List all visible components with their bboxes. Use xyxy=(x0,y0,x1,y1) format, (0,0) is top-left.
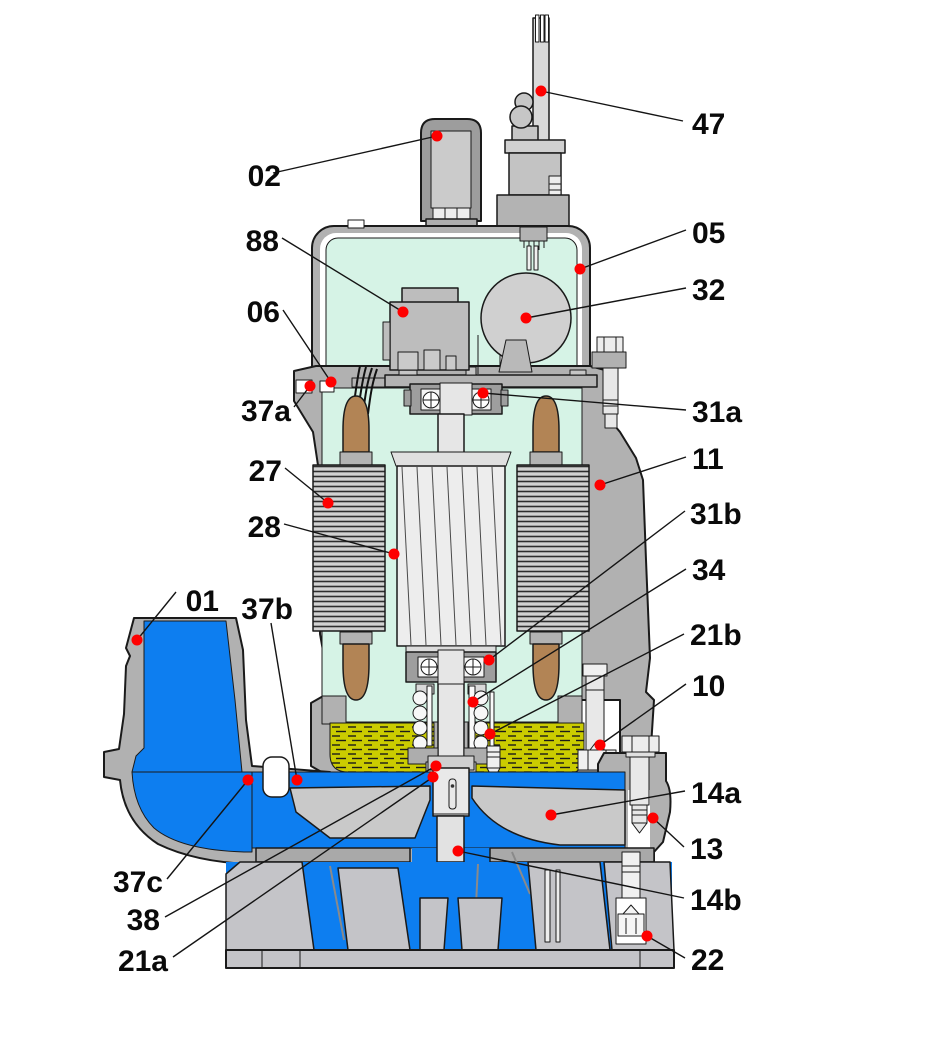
lifting-handle xyxy=(420,118,482,232)
part-number-label-13: 13 xyxy=(690,833,723,866)
lower-bearing xyxy=(405,649,497,685)
part-number-label-22: 22 xyxy=(691,944,724,977)
part-marker-dot-06 xyxy=(325,376,337,388)
part-number-label-27: 27 xyxy=(249,455,282,488)
part-number-label-02: 02 xyxy=(248,160,281,193)
part-marker-dot-37b xyxy=(291,774,303,786)
part-number-label-32: 32 xyxy=(692,274,725,307)
cable-feedthrough xyxy=(519,226,548,271)
part-marker-dot-32 xyxy=(520,312,532,324)
part-number-label-14a: 14a xyxy=(691,777,741,810)
callout-line-14b xyxy=(457,850,685,899)
casing-bolt xyxy=(621,735,660,834)
callout-line-14a xyxy=(550,790,686,816)
stator-core xyxy=(312,464,590,632)
part-marker-dot-21b xyxy=(484,728,496,740)
stator-windings xyxy=(339,395,563,701)
part-number-label-14b: 14b xyxy=(690,884,742,917)
part-number-label-31b: 31b xyxy=(690,498,742,531)
impeller xyxy=(289,755,626,883)
callout-line-34 xyxy=(472,568,687,703)
callout-line-13 xyxy=(652,817,685,848)
part-marker-dot-11 xyxy=(594,479,606,491)
part-marker-dot-47 xyxy=(535,85,547,97)
part-marker-dot-27 xyxy=(322,497,334,509)
callout-line-47 xyxy=(540,90,684,122)
part-number-label-28: 28 xyxy=(248,511,281,544)
callout-line-11 xyxy=(599,456,687,486)
callout-line-05 xyxy=(579,229,687,270)
part-number-label-21a: 21a xyxy=(118,945,168,978)
callout-line-38 xyxy=(164,765,437,918)
base-bolt xyxy=(615,851,647,945)
part-marker-dot-13 xyxy=(647,812,659,824)
rotor xyxy=(390,451,512,655)
motor-shaft xyxy=(437,413,465,455)
part-marker-dot-14a xyxy=(545,809,557,821)
housing-bolt xyxy=(591,336,627,429)
part-number-label-21b: 21b xyxy=(690,619,742,652)
part-marker-dot-10 xyxy=(594,739,606,751)
callout-line-37b xyxy=(270,622,298,781)
elbow-water xyxy=(131,771,253,853)
flange-slot xyxy=(262,756,290,798)
part-number-label-31a: 31a xyxy=(692,396,742,429)
callout-line-22 xyxy=(646,935,686,959)
part-number-label-34: 34 xyxy=(692,554,726,587)
part-marker-dot-22 xyxy=(641,930,653,942)
part-marker-dot-01 xyxy=(131,634,143,646)
part-marker-dot-05 xyxy=(574,263,586,275)
part-marker-dot-37c xyxy=(242,774,254,786)
part-number-label-37a: 37a xyxy=(241,395,291,428)
callout-line-28 xyxy=(283,523,395,555)
part-number-label-01: 01 xyxy=(186,585,219,618)
upper-bearing xyxy=(403,382,509,416)
callout-line-27 xyxy=(284,467,329,504)
callout-line-37c xyxy=(166,779,249,880)
part-number-label-88: 88 xyxy=(246,225,279,258)
part-marker-dot-21a xyxy=(427,771,439,783)
callout-line-32 xyxy=(525,287,687,319)
cable-gland xyxy=(496,139,570,228)
part-marker-dot-88 xyxy=(397,306,409,318)
callout-line-06 xyxy=(282,309,332,383)
base-strainer xyxy=(225,851,675,969)
part-number-label-05: 05 xyxy=(692,217,725,250)
callout-line-31a xyxy=(482,392,687,411)
part-number-label-47: 47 xyxy=(692,108,725,141)
part-number-label-06: 06 xyxy=(247,296,280,329)
part-marker-dot-14b xyxy=(452,845,464,857)
part-marker-dot-37a xyxy=(304,380,316,392)
part-marker-dot-28 xyxy=(388,548,400,560)
part-marker-dot-02 xyxy=(431,130,443,142)
callout-line-21a xyxy=(172,776,434,958)
part-number-label-10: 10 xyxy=(692,670,725,703)
power-cable-assembly xyxy=(496,14,570,228)
part-number-label-38: 38 xyxy=(127,904,160,937)
part-marker-dot-31b xyxy=(483,654,495,666)
callout-line-88 xyxy=(281,237,404,313)
callout-line-01 xyxy=(136,591,177,641)
callout-line-21b xyxy=(489,633,685,735)
part-number-label-37b: 37b xyxy=(241,593,293,626)
seal-springs xyxy=(412,690,489,751)
part-marker-dot-31a xyxy=(477,387,489,399)
callout-line-31b xyxy=(488,510,686,661)
callout-line-10 xyxy=(599,683,687,746)
callout-line-02 xyxy=(272,135,438,174)
part-number-label-37c: 37c xyxy=(113,866,163,899)
discharge-pipe-water xyxy=(131,620,243,773)
part-number-label-11: 11 xyxy=(692,443,724,476)
part-marker-dot-38 xyxy=(430,760,442,772)
callout-layer: 47 02 88 05 32 06 37a 31a 27 11 28 31b 34 01 37b 21b 10 1… xyxy=(113,85,742,978)
part-marker-dot-34 xyxy=(467,696,479,708)
